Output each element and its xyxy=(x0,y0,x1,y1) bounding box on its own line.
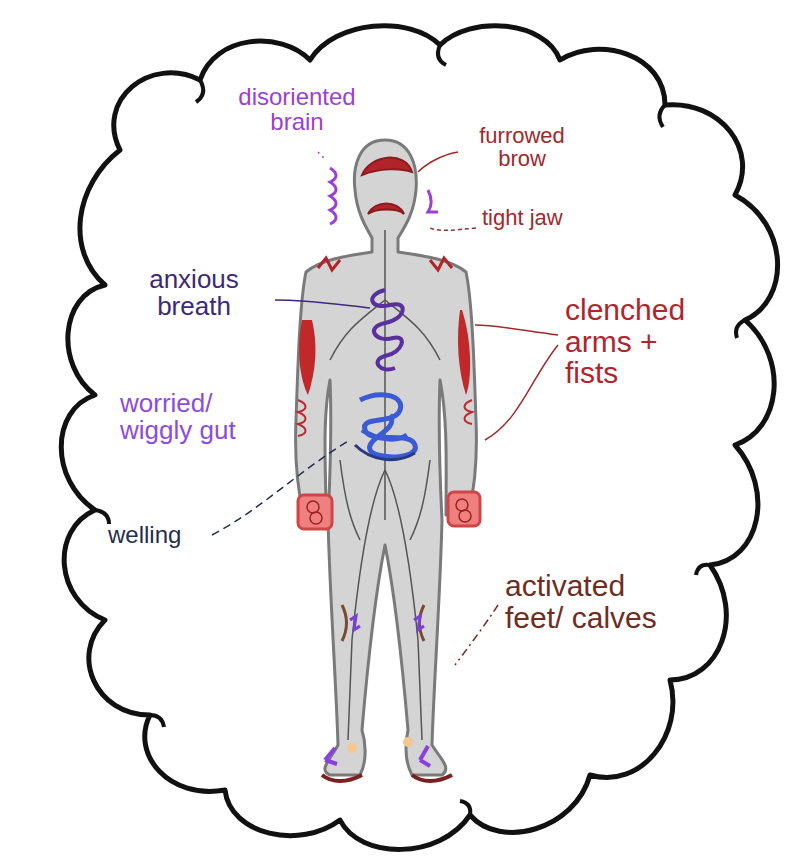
cloud-curls xyxy=(95,45,745,815)
shoulder-tension xyxy=(318,258,452,270)
brow-squiggle xyxy=(428,190,438,212)
anxious-breath-scribble xyxy=(372,290,402,369)
fist-right xyxy=(448,492,480,526)
body-part-label: activated feet/ calves xyxy=(505,570,657,633)
tight-jaw-mark xyxy=(368,204,404,215)
body-part-label: worried/ wiggly gut xyxy=(120,390,238,445)
gut-scribble-dark xyxy=(355,445,415,460)
body-part-label: disoriented brain xyxy=(222,84,372,134)
disoriented-brain-squiggle xyxy=(330,168,336,224)
clenched-arm-right xyxy=(458,310,470,395)
fist-left xyxy=(298,495,332,529)
fist-curls xyxy=(307,499,471,524)
body-part-label: welling xyxy=(108,522,208,547)
body-part-label: anxious breath xyxy=(118,266,270,321)
body-part-label: furrowed brow xyxy=(462,124,582,170)
calf-marks xyxy=(342,605,424,641)
body-part-label: tight jaw xyxy=(482,206,594,229)
furrowed-brow-mark xyxy=(362,158,412,175)
ankle-dot xyxy=(347,743,357,753)
ankle-dot xyxy=(403,737,413,747)
feet-marks xyxy=(322,746,452,781)
body-part-label: clenched arms + fists xyxy=(565,294,715,389)
vein-lines xyxy=(330,230,440,740)
thought-cloud xyxy=(61,26,777,850)
gut-scribble xyxy=(360,395,415,457)
clenched-arm-left xyxy=(299,320,315,395)
